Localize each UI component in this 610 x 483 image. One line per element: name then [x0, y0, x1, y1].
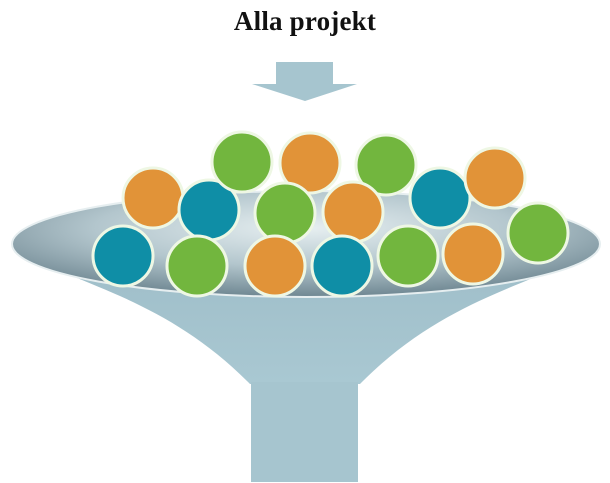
ball-green: [165, 234, 229, 298]
funnel-spout: [251, 382, 358, 482]
ball-orange: [321, 180, 385, 244]
diagram-title: Alla projekt: [233, 6, 377, 36]
ball-teal: [310, 234, 374, 298]
ball-green: [506, 201, 570, 265]
ball-orange: [121, 166, 185, 230]
ball-green: [210, 130, 274, 194]
ball-orange: [243, 234, 307, 298]
ball-teal: [91, 224, 155, 288]
ball-green: [354, 133, 418, 197]
ball-green: [376, 224, 440, 288]
ball-green: [253, 181, 317, 245]
ball-orange: [278, 131, 342, 195]
down-arrow-icon: [252, 62, 357, 101]
ball-orange: [441, 222, 505, 286]
project-balls: [91, 130, 570, 298]
ball-teal: [408, 166, 472, 230]
ball-orange: [463, 146, 527, 210]
